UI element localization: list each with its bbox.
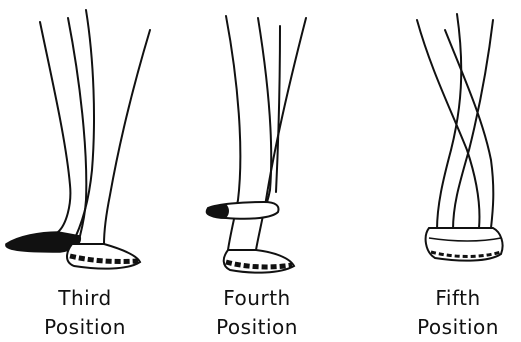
fourth-position-caption: Fourth Position: [182, 284, 332, 342]
caption-line-1: Fifth: [395, 284, 521, 313]
third-position-legs-illustration: [0, 0, 170, 280]
caption-line-2: Position: [0, 313, 170, 342]
caption-line-1: Third: [0, 284, 170, 313]
caption-line-2: Position: [182, 313, 332, 342]
caption-line-1: Fourth: [182, 284, 332, 313]
fifth-position-legs-illustration: [395, 0, 521, 280]
third-position-caption: Third Position: [0, 284, 170, 342]
third-position-figure: Third Position: [0, 0, 170, 342]
fourth-position-figure: Fourth Position: [182, 0, 332, 342]
fifth-position-caption: Fifth Position: [395, 284, 521, 342]
fourth-position-legs-illustration: [182, 0, 332, 280]
fifth-position-figure: Fifth Position: [395, 0, 521, 342]
caption-line-2: Position: [395, 313, 521, 342]
